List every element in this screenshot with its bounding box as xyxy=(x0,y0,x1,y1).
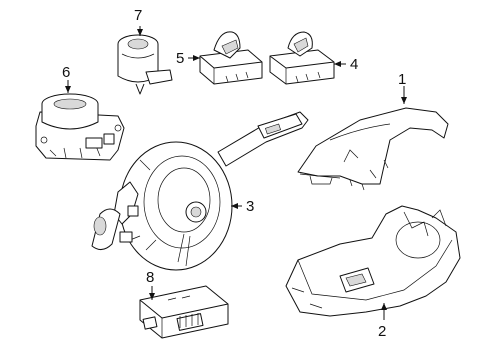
part-2-lower-cover xyxy=(285,205,461,317)
part-4-switch xyxy=(269,31,335,85)
part-6-control-unit xyxy=(35,93,125,161)
leader-lines xyxy=(65,26,407,320)
callout-6: 6 xyxy=(62,64,70,81)
callout-8: 8 xyxy=(146,269,154,286)
part-5-switch xyxy=(199,31,263,85)
part-3-switch-cluster xyxy=(91,111,309,271)
callout-7: 7 xyxy=(134,7,142,24)
part-7-ignition-cylinder xyxy=(117,34,173,95)
callout-4: 4 xyxy=(350,56,358,73)
callout-3: 3 xyxy=(246,198,254,215)
part-8-module xyxy=(139,285,229,339)
callout-2: 2 xyxy=(378,323,386,340)
callout-5: 5 xyxy=(176,50,184,67)
part-1-upper-cover xyxy=(297,107,449,191)
callout-1: 1 xyxy=(398,71,406,88)
